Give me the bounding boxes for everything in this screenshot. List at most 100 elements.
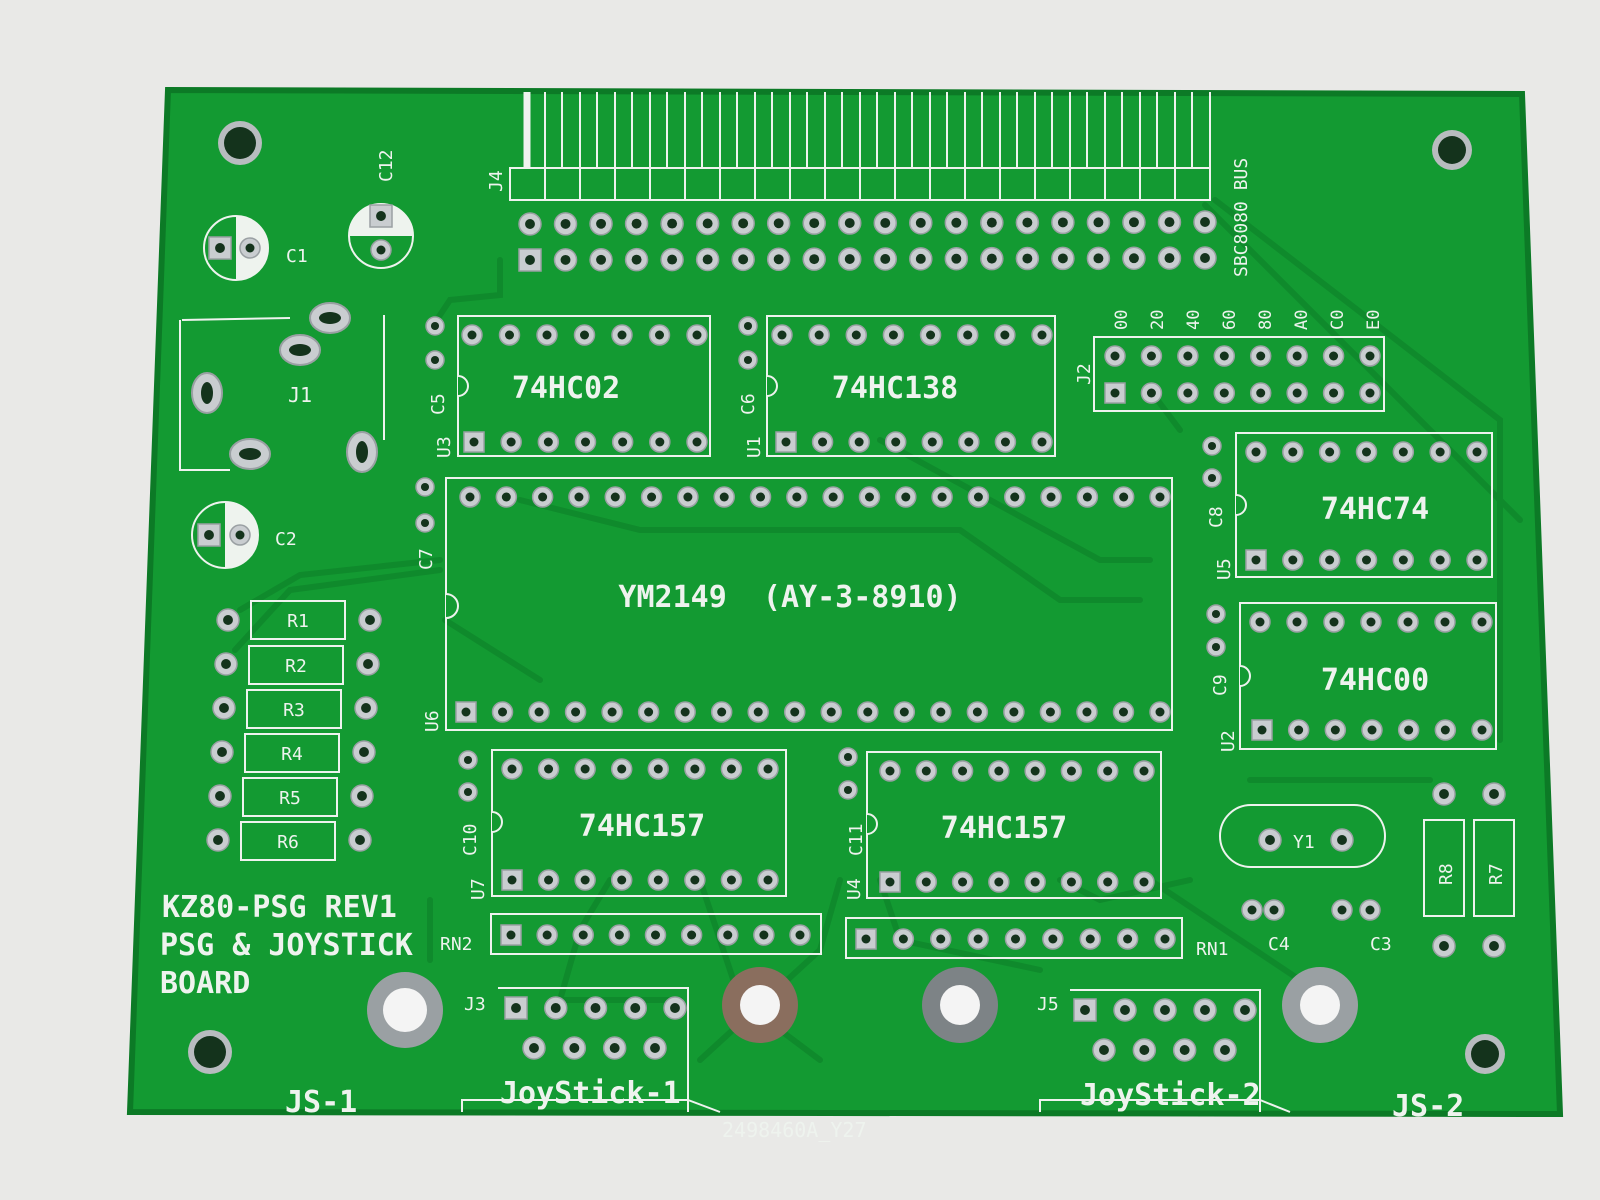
pad-hole (1207, 473, 1217, 483)
pad-hole (743, 321, 753, 331)
pad-hole (1110, 388, 1120, 398)
pad-hole (1066, 766, 1076, 776)
pad-hole (617, 330, 627, 340)
pad-hole (1472, 555, 1482, 565)
ref-label: Y1 (1293, 832, 1315, 853)
pad-hole (1403, 617, 1413, 627)
pad-hole (1251, 447, 1261, 457)
ref-label: U7 (468, 878, 489, 900)
pad-hole (1139, 766, 1149, 776)
pad-hole (692, 437, 702, 447)
pad-hole (1365, 351, 1375, 361)
pad-hole (617, 875, 627, 885)
pad-hole (690, 875, 700, 885)
pad-hole (581, 437, 590, 447)
pad-hole (525, 219, 535, 229)
pad-hole (1160, 934, 1170, 944)
pad-hole (361, 703, 371, 713)
ref-label: R8 (1436, 863, 1457, 885)
pad-hole (1288, 447, 1298, 457)
address-label: C0 (1328, 310, 1348, 330)
pad-hole (235, 530, 245, 540)
ref-label: J5 (1037, 994, 1059, 1015)
pad-hole (580, 764, 590, 774)
pad-hole (215, 243, 225, 253)
ref-label: R3 (283, 700, 305, 721)
pad-hole (986, 253, 997, 264)
pad-hole (814, 330, 824, 340)
pad-hole (885, 877, 895, 887)
pad-hole (726, 875, 736, 885)
ref-label: R7 (1486, 863, 1507, 885)
pad-hole (773, 218, 784, 229)
pad-hole (756, 492, 766, 502)
pad-hole (1030, 766, 1040, 776)
pad-hole (1010, 492, 1020, 502)
address-label: 00 (1112, 310, 1132, 330)
pad-hole (430, 355, 440, 365)
pad-hole (1048, 934, 1058, 944)
mounting-hole (194, 1036, 226, 1068)
ref-label: U5 (1214, 558, 1235, 580)
pad-hole (1265, 835, 1275, 845)
pad-hole (1080, 1005, 1090, 1015)
pad-hole (1219, 351, 1229, 361)
address-label: 80 (1256, 310, 1276, 330)
pad-hole (973, 934, 983, 944)
screw-hole (740, 985, 780, 1025)
pad-hole (653, 764, 663, 774)
screw-hole (383, 988, 427, 1032)
pad-hole (1110, 351, 1120, 361)
pad-hole (1329, 617, 1339, 627)
pad-hole (763, 875, 773, 885)
address-label: 40 (1184, 310, 1204, 330)
board-title: KZ80-PSG REV1 (162, 890, 397, 925)
pad-hole (1160, 1005, 1170, 1015)
pad-hole (1200, 217, 1210, 227)
outline-r3 (246, 689, 342, 729)
ref-label: C10 (460, 823, 481, 856)
pad-hole (1489, 941, 1499, 951)
pad-hole (538, 492, 548, 502)
joystick-label: JoyStick-2 (1080, 1078, 1261, 1113)
pad-hole (1362, 447, 1371, 457)
pad-hole (1330, 725, 1340, 735)
pad-hole (1037, 330, 1047, 340)
pad-hole (901, 492, 911, 502)
ref-label: R5 (279, 788, 301, 809)
pad-hole (1292, 388, 1302, 398)
ref-label: C8 (1206, 506, 1227, 528)
pad-hole (578, 930, 588, 940)
pad-hole (915, 253, 926, 264)
pad-hole (525, 255, 535, 265)
ref-label: RN1 (1196, 939, 1229, 960)
pad-hole (507, 875, 517, 885)
pad-hole (1489, 789, 1499, 799)
pad-hole (854, 437, 864, 447)
pad-hole (1440, 617, 1450, 627)
pad-hole (687, 930, 697, 940)
pad-hole (1329, 388, 1339, 398)
hole-label: JS-1 (285, 1085, 357, 1120)
pad-hole (1123, 934, 1133, 944)
ref-label: U2 (1218, 730, 1239, 752)
ref-label: C7 (416, 548, 437, 570)
pad-hole (1257, 725, 1267, 735)
pad-hole (1164, 217, 1175, 228)
pad-hole (738, 218, 749, 229)
pad-hole (544, 875, 554, 885)
pad-hole (958, 877, 968, 887)
ref-label: R1 (287, 611, 309, 632)
part-label: YM2149 (AY-3-8910) (618, 580, 961, 615)
pad-hole (723, 930, 733, 940)
outline-j3b (461, 1099, 721, 1113)
pad-hole (795, 930, 805, 940)
pad-hole (844, 218, 855, 229)
pad-hole (1057, 217, 1068, 228)
outline-r1 (250, 600, 346, 640)
address-label: E0 (1364, 310, 1384, 330)
pad-hole (469, 437, 479, 447)
outline-r6 (240, 821, 336, 861)
pad-hole (1164, 253, 1175, 264)
pad-hole (1292, 351, 1302, 361)
